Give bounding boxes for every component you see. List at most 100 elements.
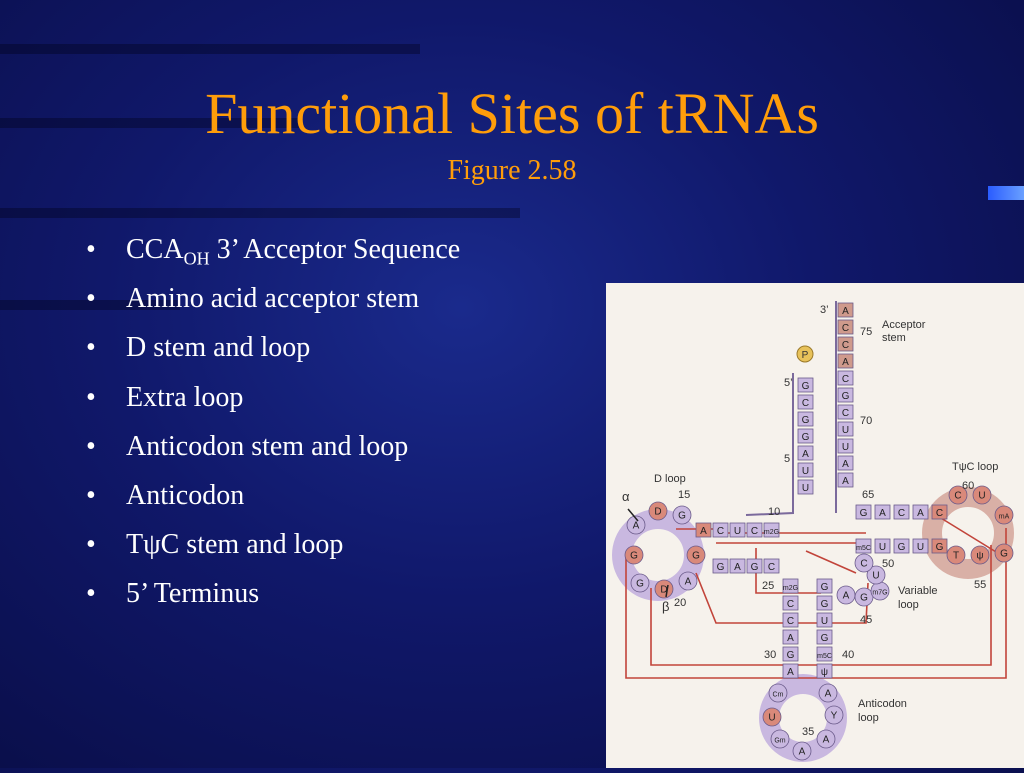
acceptor-3p-nucleotide: A <box>842 476 849 487</box>
tstem-top-nucleotide: A <box>879 508 886 519</box>
acstem-right-nucleotide: G <box>821 633 829 644</box>
variable-nucleotide-circle <box>866 565 886 585</box>
tpsic-loop-ring <box>922 487 1014 579</box>
acceptor-5p-nucleotide-box <box>797 394 814 410</box>
acstem-left-nucleotide: m2G <box>783 585 798 592</box>
acstem-left-nucleotide-box <box>782 578 799 594</box>
bullet-glyph: • <box>86 234 96 265</box>
dstem-bottom-nucleotide: G <box>717 562 725 573</box>
tloop-nucleotide-circle <box>994 505 1014 525</box>
tstem-top-nucleotide-box <box>912 504 929 520</box>
acceptor-5p-nucleotide-box <box>797 428 814 444</box>
tstem-bottom-nucleotide: G <box>936 542 944 553</box>
number-60: 60 <box>962 480 974 492</box>
acceptor-3p-nucleotide-box <box>837 404 854 420</box>
acceptor-3p-nucleotide-box <box>837 319 854 335</box>
dstem-top-nucleotide-box <box>695 522 712 538</box>
acceptor-3p-nucleotide-box <box>837 336 854 352</box>
acceptor-5p-nucleotide: G <box>802 432 810 443</box>
tstem-top-nucleotide: C <box>936 508 943 519</box>
dloop-nucleotide-circle <box>630 573 650 593</box>
dloop-nucleotide-circle <box>648 501 668 521</box>
variable-label: Variable <box>898 585 938 597</box>
acceptor-5p-nucleotide-box <box>797 411 814 427</box>
alpha-label: α <box>622 489 630 504</box>
dloop-nucleotide-circle <box>672 505 692 525</box>
dstem-top-nucleotide: U <box>734 526 741 537</box>
tloop-nucleotide: mA <box>999 514 1010 521</box>
bullet-text: Anticodon stem and loop <box>126 430 409 462</box>
number-30: 30 <box>764 649 776 661</box>
acstem-left-nucleotide: A <box>787 667 794 678</box>
tloop-nucleotide: ψ <box>976 551 983 562</box>
acceptor-3p-nucleotide-box <box>837 302 854 318</box>
acceptor-3p-nucleotide: U <box>842 425 849 436</box>
acstem-right-nucleotide: G <box>821 599 829 610</box>
bullet-item: •CCAOH 3’ Acceptor Sequence <box>86 230 460 279</box>
acstem-left-nucleotide: A <box>787 633 794 644</box>
dloop-nucleotide: G <box>678 511 686 522</box>
number-5: 5 <box>784 453 790 465</box>
tstem-top-nucleotide-box <box>855 504 872 520</box>
bullet-item: •5’ Terminus <box>86 574 460 623</box>
acceptor-5p-nucleotide-box <box>797 479 814 495</box>
phosphate-label: P <box>802 350 809 361</box>
bullet-item: •Anticodon stem and loop <box>86 427 460 476</box>
acceptor-3p-nucleotide: A <box>842 357 849 368</box>
dloop-nucleotide: D <box>660 585 667 596</box>
dstem-top-nucleotide-box <box>729 522 746 538</box>
number-65: 65 <box>862 489 874 501</box>
acceptor-3p-nucleotide-box <box>837 455 854 471</box>
bullet-item: •Extra loop <box>86 378 460 427</box>
tstem-bottom-nucleotide-box <box>912 538 929 554</box>
acceptor-5p-nucleotide-box <box>797 462 814 478</box>
dstem-bottom-nucleotide-box <box>763 558 780 574</box>
d-loop-label: D loop <box>654 473 686 485</box>
bullet-text: TψC stem and loop <box>126 529 344 561</box>
dstem-bottom-nucleotide: G <box>751 562 759 573</box>
dstem-bottom-nucleotide-box <box>729 558 746 574</box>
number-40: 40 <box>842 649 854 661</box>
background-streak <box>0 44 420 54</box>
background-streak <box>0 208 520 218</box>
tstem-bottom-nucleotide-box <box>893 538 910 554</box>
acceptor-3p-nucleotide: A <box>842 306 849 317</box>
tstem-top-nucleotide-box <box>931 504 948 520</box>
alpha-arrow-icon <box>627 508 639 522</box>
tloop-nucleotide-circle <box>948 485 968 505</box>
acstem-left-nucleotide-box <box>782 629 799 645</box>
acloop-nucleotide: A <box>799 747 806 758</box>
dstem-top-nucleotide-box <box>746 522 763 538</box>
acceptor-5p-nucleotide: A <box>802 449 809 460</box>
bullet-text: 3’ Acceptor Sequence <box>209 234 461 265</box>
dloop-nucleotide: A <box>685 577 692 588</box>
acstem-right-nucleotide: m5C <box>817 653 832 660</box>
number-20: 20 <box>674 597 686 609</box>
acloop-nucleotide: A <box>825 689 832 700</box>
acceptor-stem-label: stem <box>882 332 906 344</box>
acceptor-3p-nucleotide-box <box>837 353 854 369</box>
acloop-nucleotide: U <box>768 713 775 724</box>
anticodon-label: Anticodon <box>858 698 907 710</box>
tstem-bottom-nucleotide: m5C <box>856 545 871 552</box>
number-10: 10 <box>768 506 780 518</box>
bullet-glyph: • <box>86 578 96 610</box>
number-35: 35 <box>802 726 814 738</box>
acceptor-5p-nucleotide-box <box>797 377 814 393</box>
acstem-left-nucleotide-box <box>782 646 799 662</box>
bullet-glyph: • <box>86 332 96 364</box>
bullet-text: CCA <box>126 234 184 265</box>
tpsic-loop-label: TψC loop <box>952 461 998 473</box>
dstem-top-nucleotide: C <box>751 526 758 537</box>
acceptor-3p-nucleotide: C <box>842 374 849 385</box>
anticodon-loop-label: loop <box>858 712 879 724</box>
acstem-left-nucleotide: C <box>787 616 794 627</box>
acstem-right-nucleotide-box <box>816 578 833 594</box>
tloop-nucleotide-circle <box>994 543 1014 563</box>
bullet-item: •Amino acid acceptor stem <box>86 279 460 328</box>
dstem-bottom-nucleotide-box <box>746 558 763 574</box>
acloop-nucleotide-circle <box>792 741 812 761</box>
acceptor-3p-nucleotide-box <box>837 472 854 488</box>
acstem-right-nucleotide-box <box>816 612 833 628</box>
